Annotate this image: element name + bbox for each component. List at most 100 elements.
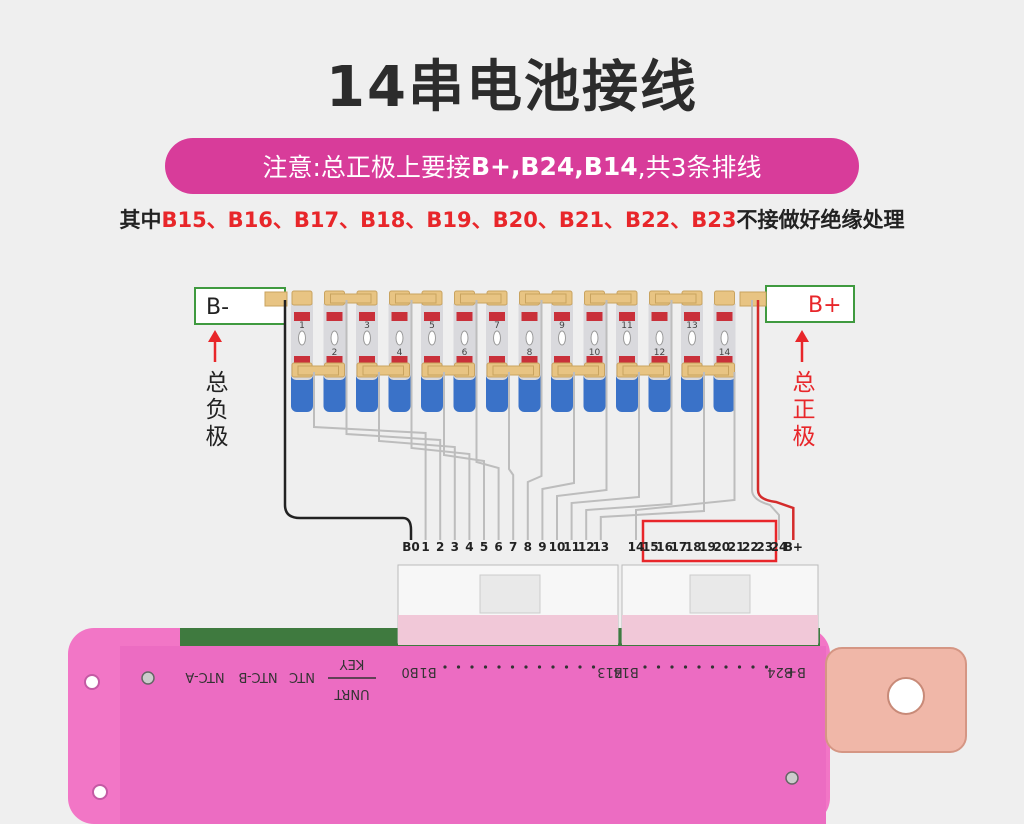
battery-cell: 5 [421,290,443,412]
cell-stripe [391,356,408,365]
pin-label: 3 [451,540,459,554]
nickel-strip [622,365,664,376]
note-suffix: ,共3条排线 [637,153,762,182]
cell-stripe [716,312,733,321]
pin-label: 17 [671,540,688,554]
wire-cell [541,372,575,540]
battery-cell: 13 [681,290,703,412]
subtitle-prefix: 其中 [119,208,162,232]
cell-window [655,330,664,346]
battery-cell: 7 [486,290,508,412]
cell-stripe [586,312,603,321]
pin-label: 9 [538,540,546,554]
subtitle-red-items: B15、B16、B17、B18、B19、B20、B21、B22、B23 [161,208,737,232]
pin-label: 24 [771,540,788,554]
wire-cell [443,372,485,540]
board-cover [120,646,826,824]
cell-stripe [424,356,440,365]
connector-latch [689,574,751,614]
pin-label: 22 [742,540,759,554]
cell-number: 2 [332,348,338,358]
cell-stripe [684,356,700,365]
cell-stripe [456,312,473,321]
nickel-strip [590,293,632,304]
vertical-char: 总 [206,370,229,396]
wire-cell [556,300,608,540]
nickel-strip [687,365,729,376]
cell-number: 8 [527,348,533,358]
page-title: 14串电池接线 [326,55,698,120]
pin-label: 19 [699,540,716,554]
silkscreen-dot [537,665,542,669]
cell-stripe [521,356,538,365]
pin-label: 4 [465,540,473,554]
silkscreen-dot [670,665,674,669]
cell-stripe [684,312,700,321]
silkscreen-dot [643,665,647,669]
wire-cell [570,372,640,540]
cell-stripe [456,356,473,365]
cell-window [720,330,729,346]
cell-stripe [651,312,668,321]
screw-icon [785,771,799,785]
pin-label: 13 [592,540,609,554]
cell-stripe [294,356,310,365]
wire-bplus [756,300,795,540]
cell-stripe [359,356,375,365]
cell-stripe [651,356,668,365]
cell-number: 10 [589,348,601,358]
cell-number: 13 [686,321,697,331]
pin-label: 18 [685,540,702,554]
pin-label: B0 [402,540,420,554]
subtitle-suffix: 不接做好绝缘处理 [736,208,905,232]
b-minus-label: B- [206,295,229,320]
pos-total-label: 总正极 [793,370,816,450]
cell-window [493,330,501,346]
battery-cell: 4 [388,290,411,412]
cell-stripe [619,356,635,365]
silkscreen-dot [483,665,488,669]
cell-window [363,330,371,346]
silkscreen-dot [656,665,661,669]
board-silkscreen: B14 [613,664,638,679]
b-plus-box [765,285,855,323]
silkscreen-dot [578,665,582,669]
pin-label: 23 [756,540,773,554]
cell-stripe [326,356,343,365]
nickel-strip [655,293,697,304]
silkscreen-dot [724,665,728,669]
cell-number: 12 [654,348,665,358]
cell-stripe [359,312,375,321]
board-silkscreen: NTC-B [238,669,277,684]
cell-stripe [554,356,570,365]
mount-hole [92,784,108,800]
pin-label: 8 [524,540,532,554]
cell-number: 11 [621,321,632,331]
board-silkscreen: NTC-A [185,669,224,684]
cell-stripe [554,312,570,321]
silkscreen-dot [591,665,596,669]
pin-label: 10 [549,540,566,554]
cell-tab-top [714,290,735,306]
board-silkscreen: B0 [401,664,418,679]
silkscreen-dot [524,665,528,669]
cell-stripe [716,356,733,365]
wire-cell [410,300,471,540]
pin-label: 6 [494,540,502,554]
wire-cell [378,372,456,540]
silkscreen-dot [443,665,447,669]
pin-label: 16 [656,540,673,554]
pin-label: 15 [642,540,659,554]
b-plus-label: B+ [808,293,842,318]
battery-cell: 9 [551,290,573,412]
arrow-up-icon [795,330,809,342]
cell-stripe [424,312,440,321]
pin-label: 12 [578,540,595,554]
board-silkscreen: UNRT [334,686,369,701]
wire-cell [508,372,515,540]
connector-latch [479,574,541,614]
cell-number: 7 [494,321,500,331]
silkscreen-dot [456,665,461,669]
cell-stripe [391,312,408,321]
